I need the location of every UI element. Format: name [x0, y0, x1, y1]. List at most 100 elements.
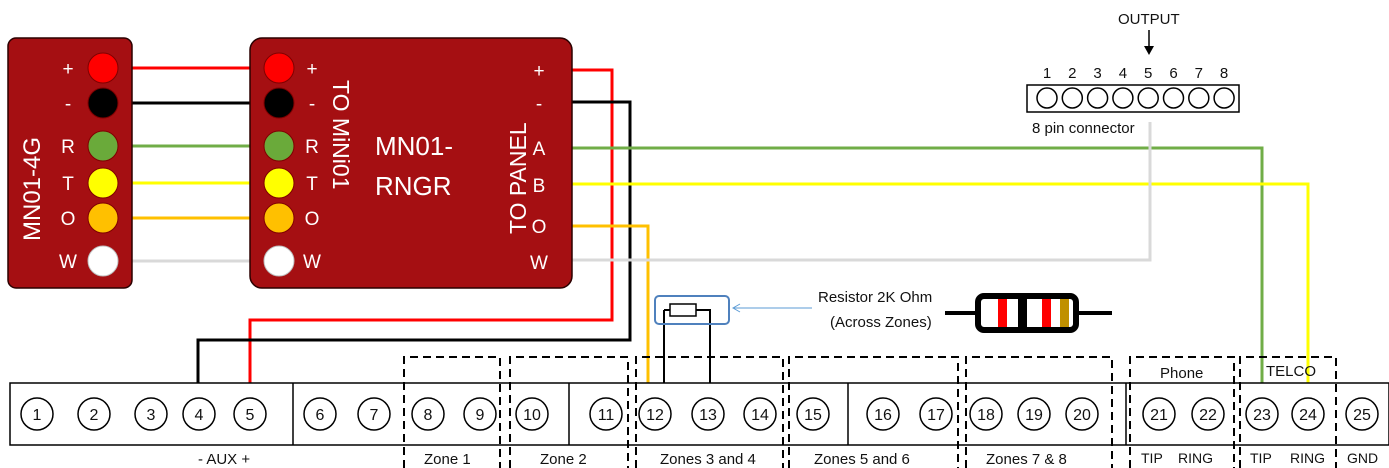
connector-caption: 8 pin connector	[1032, 120, 1135, 137]
connector-pin-number: 7	[1195, 65, 1203, 82]
terminal-screw	[1345, 397, 1379, 431]
mn01-pin-label: T	[62, 174, 74, 195]
wire-red-panel-aux	[248, 68, 614, 405]
bottom-label-ring-telco: RING	[1290, 450, 1325, 466]
rngr-pin-label: -	[309, 94, 315, 115]
terminal-screw	[969, 397, 1003, 431]
rngr-pin	[263, 245, 295, 277]
resistor-band	[1018, 299, 1027, 327]
resistor-lead-13	[696, 309, 711, 405]
resistor-bands	[998, 299, 1069, 327]
terminal-strip-dividers	[292, 383, 1127, 445]
terminal-number: 4	[195, 407, 204, 424]
aux-label: - AUX +	[198, 451, 250, 468]
connector-pin-number: 3	[1093, 65, 1101, 82]
telco-label: TELCO	[1266, 363, 1316, 380]
terminal-number: 11	[598, 407, 615, 424]
resistor-pointer-arrow	[731, 303, 741, 313]
terminal-number: 16	[874, 407, 892, 424]
mn01-pin-label: -	[65, 94, 71, 115]
connector-pin-number: 6	[1169, 65, 1177, 82]
mn01-pin	[87, 245, 119, 277]
terminal-number: 17	[927, 407, 945, 424]
terminal-screw	[1291, 397, 1325, 431]
zone-label-4: Zones 5 and 6	[814, 451, 910, 468]
terminal-number: 15	[804, 407, 822, 424]
bottom-label-tip-telco: TIP	[1250, 450, 1272, 466]
mn01-pin-label: O	[61, 209, 76, 230]
connector-pin-hole	[1137, 87, 1159, 109]
terminal-number: 20	[1073, 407, 1091, 424]
connector-pin-number: 4	[1119, 65, 1127, 82]
terminal-number: 19	[1025, 407, 1043, 424]
rngr-pin-label: +	[306, 59, 317, 80]
terminal-screw	[1017, 397, 1051, 431]
connector-pin-holes	[1036, 87, 1235, 109]
mn01-pin	[87, 52, 119, 84]
wire-white-panel-output	[548, 122, 1152, 262]
resistor-band	[1060, 299, 1069, 327]
connector-pin-number: 1	[1043, 65, 1051, 82]
output-label: OUTPUT	[1118, 11, 1180, 28]
terminal-screw	[357, 397, 391, 431]
rngr-pin-label: O	[305, 209, 320, 230]
terminal-number: 10	[523, 407, 541, 424]
terminal-number: 8	[424, 407, 433, 424]
resistor-label-line2: (Across Zones)	[830, 314, 932, 331]
panel-pin-label: A	[533, 139, 546, 160]
panel-pin-label: -	[536, 94, 542, 115]
terminal-number: 13	[699, 407, 717, 424]
connector-pin-hole	[1086, 87, 1109, 109]
terminal-screw	[515, 397, 549, 431]
rngr-pin	[263, 87, 295, 119]
terminal-number: 21	[1150, 407, 1168, 424]
mn01-rngr-body	[249, 37, 573, 289]
terminal-screw	[20, 397, 54, 431]
terminal-screw	[919, 397, 953, 431]
terminal-number: 24	[1299, 407, 1317, 424]
mn01-4g-title: MN01-4G	[19, 137, 46, 241]
terminal-screw	[411, 397, 445, 431]
connector-pin-hole	[1162, 87, 1185, 109]
terminal-number: 25	[1353, 407, 1371, 424]
terminal-number: 22	[1199, 407, 1217, 424]
rngr-pin	[263, 167, 295, 199]
terminal-screw	[463, 397, 497, 431]
terminal-screw	[134, 397, 168, 431]
resistor-group: Resistor 2K Ohm (Across Zones)	[654, 289, 1112, 333]
resistor-label-line1: Resistor 2K Ohm	[818, 289, 932, 306]
mn01-pin	[87, 87, 119, 119]
rngr-pin	[263, 52, 295, 84]
terminal-number: 23	[1253, 407, 1271, 424]
panel-pin-label: B	[533, 176, 546, 197]
zone-label-5: Zones 7 & 8	[986, 451, 1067, 468]
terminal-screw	[77, 397, 111, 431]
terminal-screw	[182, 397, 216, 431]
rngr-pin-label: R	[305, 137, 319, 158]
terminal-screw	[1142, 397, 1176, 431]
terminal-number: 7	[370, 407, 379, 424]
wire-orange-panel-zone	[548, 224, 650, 405]
mn01-pin-label: R	[61, 137, 75, 158]
panel-pin-label: W	[530, 253, 548, 274]
rngr-name-line2: RNGR	[375, 171, 452, 201]
zone-label-3: Zones 3 and 4	[660, 451, 756, 468]
wire-yellow-panel-ring	[548, 182, 1310, 405]
rngr-pin	[263, 202, 295, 234]
zone-label-2: Zone 2	[540, 451, 587, 468]
rngr-pin	[263, 130, 295, 162]
terminal-number: 18	[977, 407, 995, 424]
connector-pin-hole	[1061, 87, 1084, 109]
connector-pin-hole	[1112, 87, 1134, 109]
terminal-screw	[1245, 397, 1279, 431]
terminal-number: 12	[646, 407, 664, 424]
bottom-label-gnd: GND	[1347, 450, 1378, 466]
